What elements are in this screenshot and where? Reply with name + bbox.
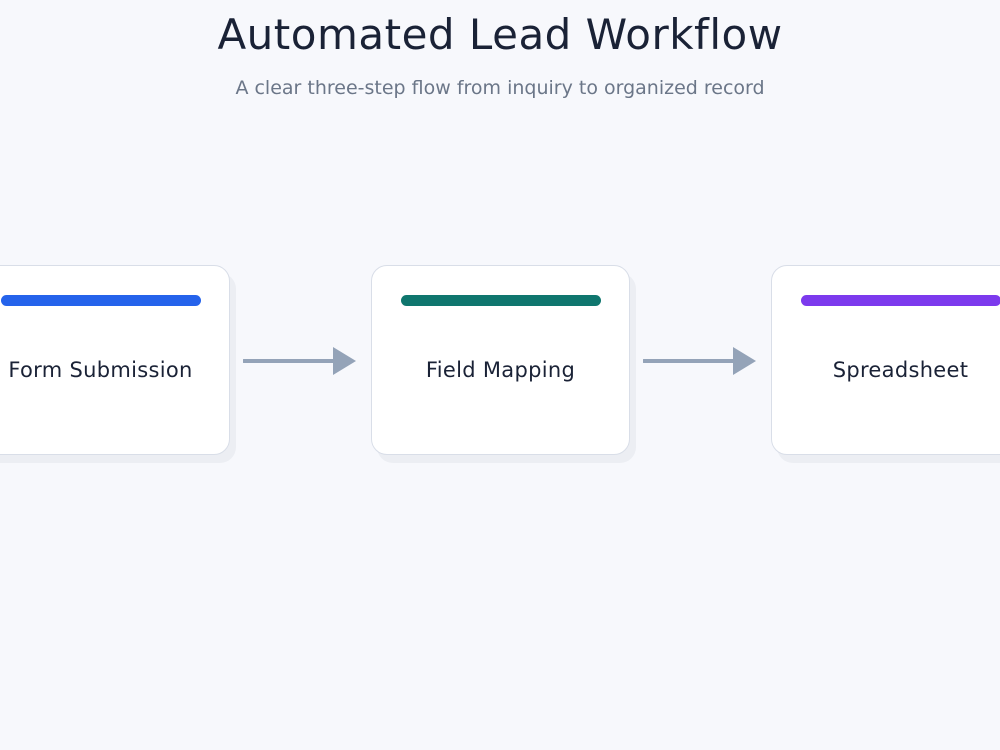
step-accent-bar bbox=[801, 295, 1000, 306]
flow-arrow-1 bbox=[243, 347, 356, 375]
step-card-field-mapping: Field Mapping bbox=[371, 265, 630, 455]
flow-arrow-2 bbox=[643, 347, 756, 375]
step-card-spreadsheet: Spreadsheet bbox=[771, 265, 1000, 455]
step-card-form-submission: Form Submission bbox=[0, 265, 230, 455]
step-label: Spreadsheet bbox=[832, 358, 969, 382]
step-accent-bar bbox=[1, 295, 201, 306]
page-title: Automated Lead Workflow bbox=[217, 10, 783, 59]
page-subtitle: A clear three-step flow from inquiry to … bbox=[235, 77, 765, 99]
step-accent-bar bbox=[401, 295, 601, 306]
step-label: Field Mapping bbox=[425, 358, 576, 382]
step-label: Form Submission bbox=[8, 358, 193, 382]
